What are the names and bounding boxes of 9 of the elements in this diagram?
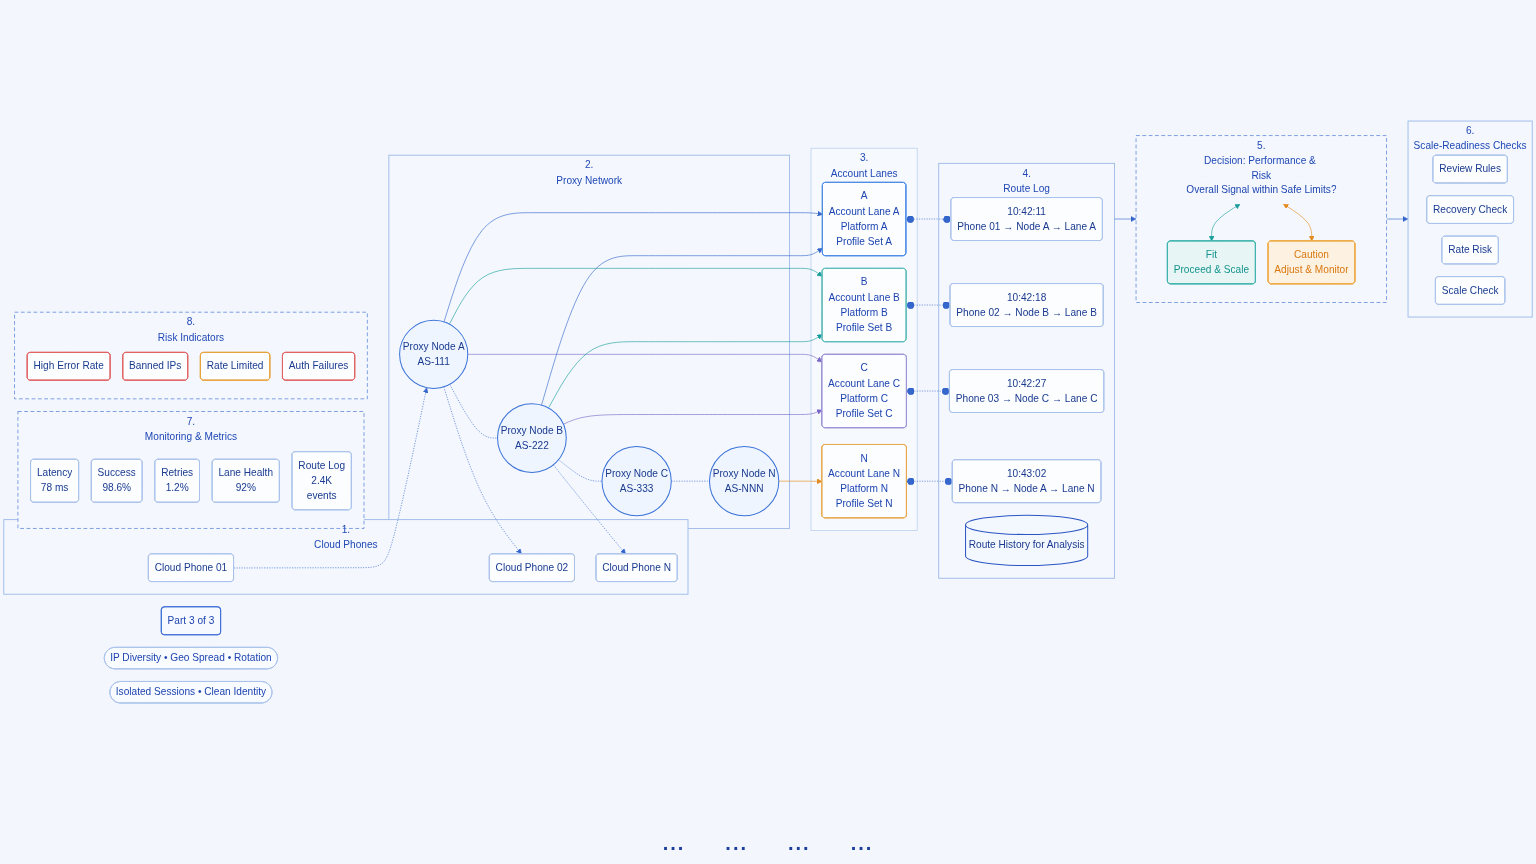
node-circle: Proxy Node N AS-NNN: [709, 446, 780, 517]
ellipsis-text: ...: [788, 831, 811, 855]
ellipsis-text: ...: [725, 831, 748, 855]
ellipsis-text: ...: [850, 831, 874, 855]
ellipsis-text: ...: [662, 831, 686, 855]
node-circle: Proxy Node A AS-111: [399, 319, 469, 389]
node-text: Overall Signal within Safe Limits?: [1186, 183, 1337, 195]
node-circle: Proxy Node B AS-222: [497, 403, 567, 473]
node-circle: Proxy Node C AS-333: [601, 446, 672, 517]
